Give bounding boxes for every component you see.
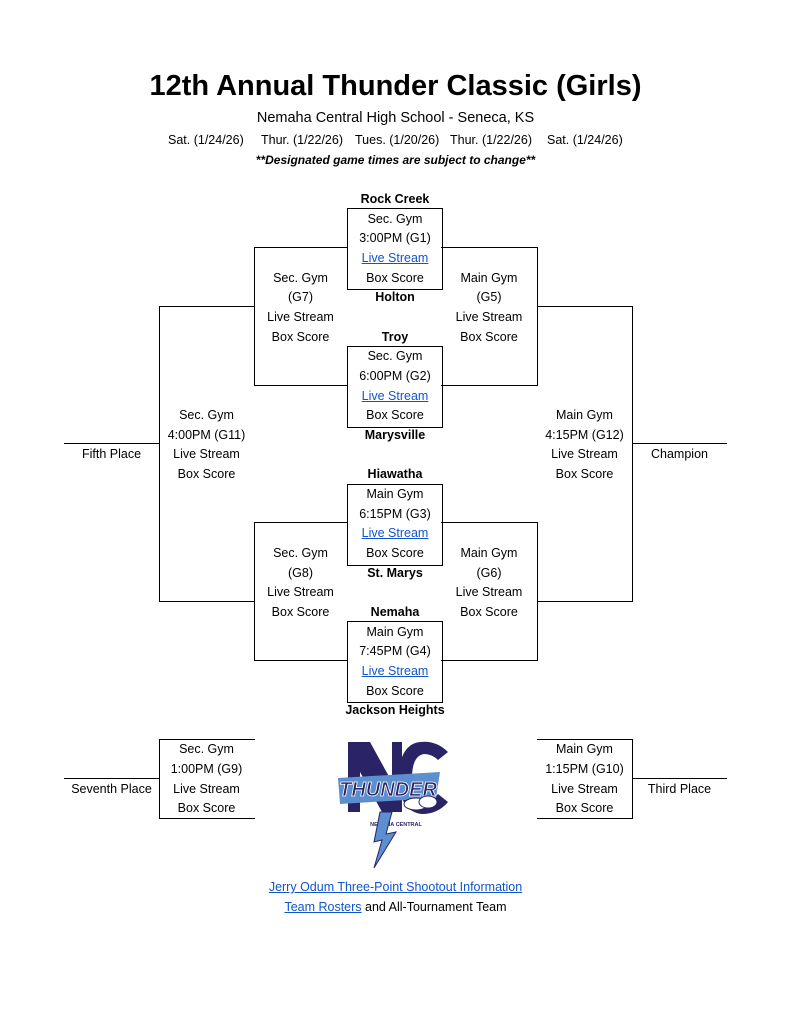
game-2-box <box>347 346 443 428</box>
game-8-box-score: Box Score <box>271 605 330 619</box>
game-8-venue: Sec. Gym <box>273 546 328 560</box>
date-col-2: Thur. (1/22/26) <box>261 133 343 147</box>
champion-label: Champion <box>651 447 708 461</box>
page-title: 12th Annual Thunder Classic (Girls) <box>149 70 642 102</box>
game-7-connector <box>254 247 348 386</box>
game-11-box-score: Box Score <box>177 467 236 481</box>
game-6-time: (G6) <box>476 566 502 580</box>
game-10-box-score: Box Score <box>555 801 614 815</box>
game-11-live-stream: Live Stream <box>173 447 240 461</box>
game-3-box-score: Box Score <box>366 546 424 560</box>
game-4-venue: Main Gym <box>366 625 424 639</box>
game-6-box-score: Box Score <box>460 605 518 619</box>
game-1-box <box>347 208 443 290</box>
third-place-label: Third Place <box>647 782 712 796</box>
game-5-connector <box>441 247 538 386</box>
logo-school-text: NEMAHA CENTRAL <box>370 822 422 828</box>
game-2-time: 6:00PM (G2) <box>359 369 431 383</box>
game-6-venue: Main Gym <box>460 546 518 560</box>
game-12-box-score: Box Score <box>555 467 614 481</box>
game-9-venue: Sec. Gym <box>179 742 234 756</box>
game-11-connector <box>159 306 255 602</box>
game-5-live-stream: Live Stream <box>455 310 523 324</box>
team-jackson-heights: Jackson Heights <box>345 703 445 717</box>
game-5-box-score: Box Score <box>460 330 518 344</box>
game-9-connector <box>159 739 255 819</box>
game-4-live-stream-link[interactable]: Live Stream <box>361 664 429 678</box>
game-7-live-stream: Live Stream <box>267 310 334 324</box>
game-5-time: (G5) <box>476 290 502 304</box>
date-col-4: Thur. (1/22/26) <box>450 133 532 147</box>
page-subtitle: Nemaha Central High School - Seneca, KS <box>256 110 535 126</box>
fifth-place-label: Fifth Place <box>81 447 142 461</box>
game-3-live-stream-link[interactable]: Live Stream <box>361 526 429 540</box>
shootout-info-link[interactable]: Jerry Odum Three-Point Shootout Informat… <box>268 880 523 894</box>
team-marysville: Marysville <box>364 428 426 442</box>
nemaha-central-thunder-logo: THUNDER NEMAHA CENTRAL <box>336 738 454 870</box>
game-1-box-score: Box Score <box>366 271 424 285</box>
game-7-box-score: Box Score <box>271 330 330 344</box>
game-10-time: 1:15PM (G10) <box>545 762 624 776</box>
game-4-box <box>347 621 443 703</box>
game-8-live-stream: Live Stream <box>267 585 334 599</box>
third-place-line <box>632 778 727 779</box>
footer-rosters-line: Team Rosters and All-Tournament Team <box>0 900 791 914</box>
game-6-connector <box>441 522 538 661</box>
game-8-connector <box>254 522 348 661</box>
game-8-time: (G8) <box>288 566 313 580</box>
game-10-live-stream: Live Stream <box>551 782 618 796</box>
game-4-time: 7:45PM (G4) <box>359 644 431 658</box>
schedule-notice: **Designated game times are subject to c… <box>255 153 536 167</box>
team-rock-creek: Rock Creek <box>360 192 430 206</box>
game-6-live-stream: Live Stream <box>455 585 523 599</box>
team-hiawatha: Hiawatha <box>367 467 423 481</box>
game-12-live-stream: Live Stream <box>551 447 618 461</box>
game-5-venue: Main Gym <box>460 271 518 285</box>
date-col-1: Sat. (1/24/26) <box>168 133 244 147</box>
game-10-venue: Main Gym <box>556 742 613 756</box>
team-rosters-link[interactable]: Team Rosters <box>284 900 362 914</box>
team-holton: Holton <box>375 290 415 304</box>
game-4-box-score: Box Score <box>366 684 424 698</box>
seventh-place-label: Seventh Place <box>71 782 152 796</box>
date-col-3: Tues. (1/20/26) <box>355 133 440 147</box>
game-2-live-stream-link[interactable]: Live Stream <box>361 389 429 403</box>
game-9-live-stream: Live Stream <box>173 782 240 796</box>
game-9-box-score: Box Score <box>177 801 236 815</box>
game-3-time: 6:15PM (G3) <box>359 507 431 521</box>
all-tournament-text: and All-Tournament Team <box>361 900 507 914</box>
fifth-place-line <box>64 443 159 444</box>
game-2-venue: Sec. Gym <box>367 349 423 363</box>
game-3-venue: Main Gym <box>366 487 424 501</box>
logo-thunder-word: THUNDER <box>339 779 437 801</box>
game-11-venue: Sec. Gym <box>179 408 234 422</box>
game-12-connector <box>537 306 633 602</box>
game-9-time: 1:00PM (G9) <box>170 762 243 776</box>
team-troy: Troy <box>381 330 409 344</box>
date-col-5: Sat. (1/24/26) <box>547 133 623 147</box>
game-7-time: (G7) <box>288 290 313 304</box>
footer-shootout-line: Jerry Odum Three-Point Shootout Informat… <box>0 880 791 894</box>
game-1-venue: Sec. Gym <box>367 212 423 226</box>
game-12-time: 4:15PM (G12) <box>545 428 624 442</box>
game-1-time: 3:00PM (G1) <box>359 231 431 245</box>
game-7-venue: Sec. Gym <box>273 271 328 285</box>
team-nemaha: Nemaha <box>370 605 420 619</box>
champion-line <box>632 443 727 444</box>
seventh-place-line <box>64 778 159 779</box>
team-st-marys: St. Marys <box>367 566 423 580</box>
game-2-box-score: Box Score <box>366 408 424 422</box>
game-10-connector <box>537 739 633 819</box>
game-11-time: 4:00PM (G11) <box>167 428 246 442</box>
game-1-live-stream-link[interactable]: Live Stream <box>361 251 429 265</box>
game-12-venue: Main Gym <box>556 408 613 422</box>
game-3-box <box>347 484 443 566</box>
